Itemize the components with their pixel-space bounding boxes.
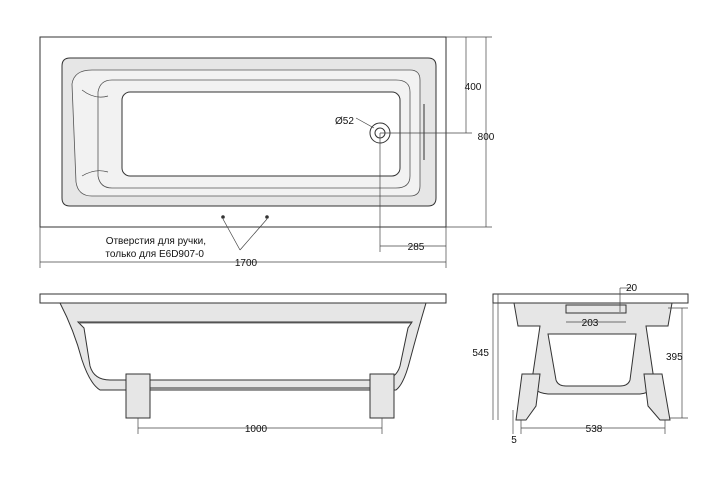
- dim-203-label: 203: [582, 318, 599, 329]
- handle-note-line1: Отверстия для ручки,: [106, 236, 206, 247]
- handle-note-line2: только для E6D907-0: [105, 249, 204, 260]
- dim-1000-label: 1000: [245, 424, 268, 435]
- tub-outer-rim: [39, 36, 447, 228]
- dim-395-label: 395: [666, 352, 683, 363]
- handle-leader-right: [239, 218, 268, 251]
- end-overflow: [565, 304, 627, 314]
- end-rim: [492, 293, 689, 304]
- handle-leader-left: [222, 218, 241, 251]
- side-inner: [76, 321, 413, 381]
- dim-800-label: 800: [478, 132, 495, 143]
- dim-5-label: 5: [511, 435, 517, 446]
- dim-538-label: 538: [586, 424, 603, 435]
- tub-floor: [121, 91, 401, 177]
- side-rim: [39, 293, 447, 304]
- side-leg-right: [369, 373, 395, 419]
- dim-400-label: 400: [465, 82, 482, 93]
- backrest-curve-bottom: [81, 170, 109, 177]
- top-view: Ø52 400 800 285 1700 Отверстия для ручки…: [39, 36, 495, 269]
- drain-diameter-label: Ø52: [335, 116, 354, 127]
- dim-545-label: 545: [472, 348, 489, 359]
- dim-1700-label: 1700: [235, 258, 258, 269]
- dim-20-label: 20: [626, 283, 638, 294]
- end-view: 545 395 538 5 203 20: [472, 283, 689, 446]
- handle-hole-right: [265, 215, 269, 219]
- dim-285-label: 285: [408, 242, 425, 253]
- end-leg-right: [643, 373, 671, 421]
- backrest-curve-top: [81, 89, 109, 98]
- side-leg-left: [125, 373, 151, 419]
- drain-leader: [355, 117, 375, 129]
- end-leg-left: [515, 373, 541, 421]
- handle-hole-left: [221, 215, 225, 219]
- side-view: 1000: [39, 293, 447, 435]
- end-inner: [547, 333, 637, 387]
